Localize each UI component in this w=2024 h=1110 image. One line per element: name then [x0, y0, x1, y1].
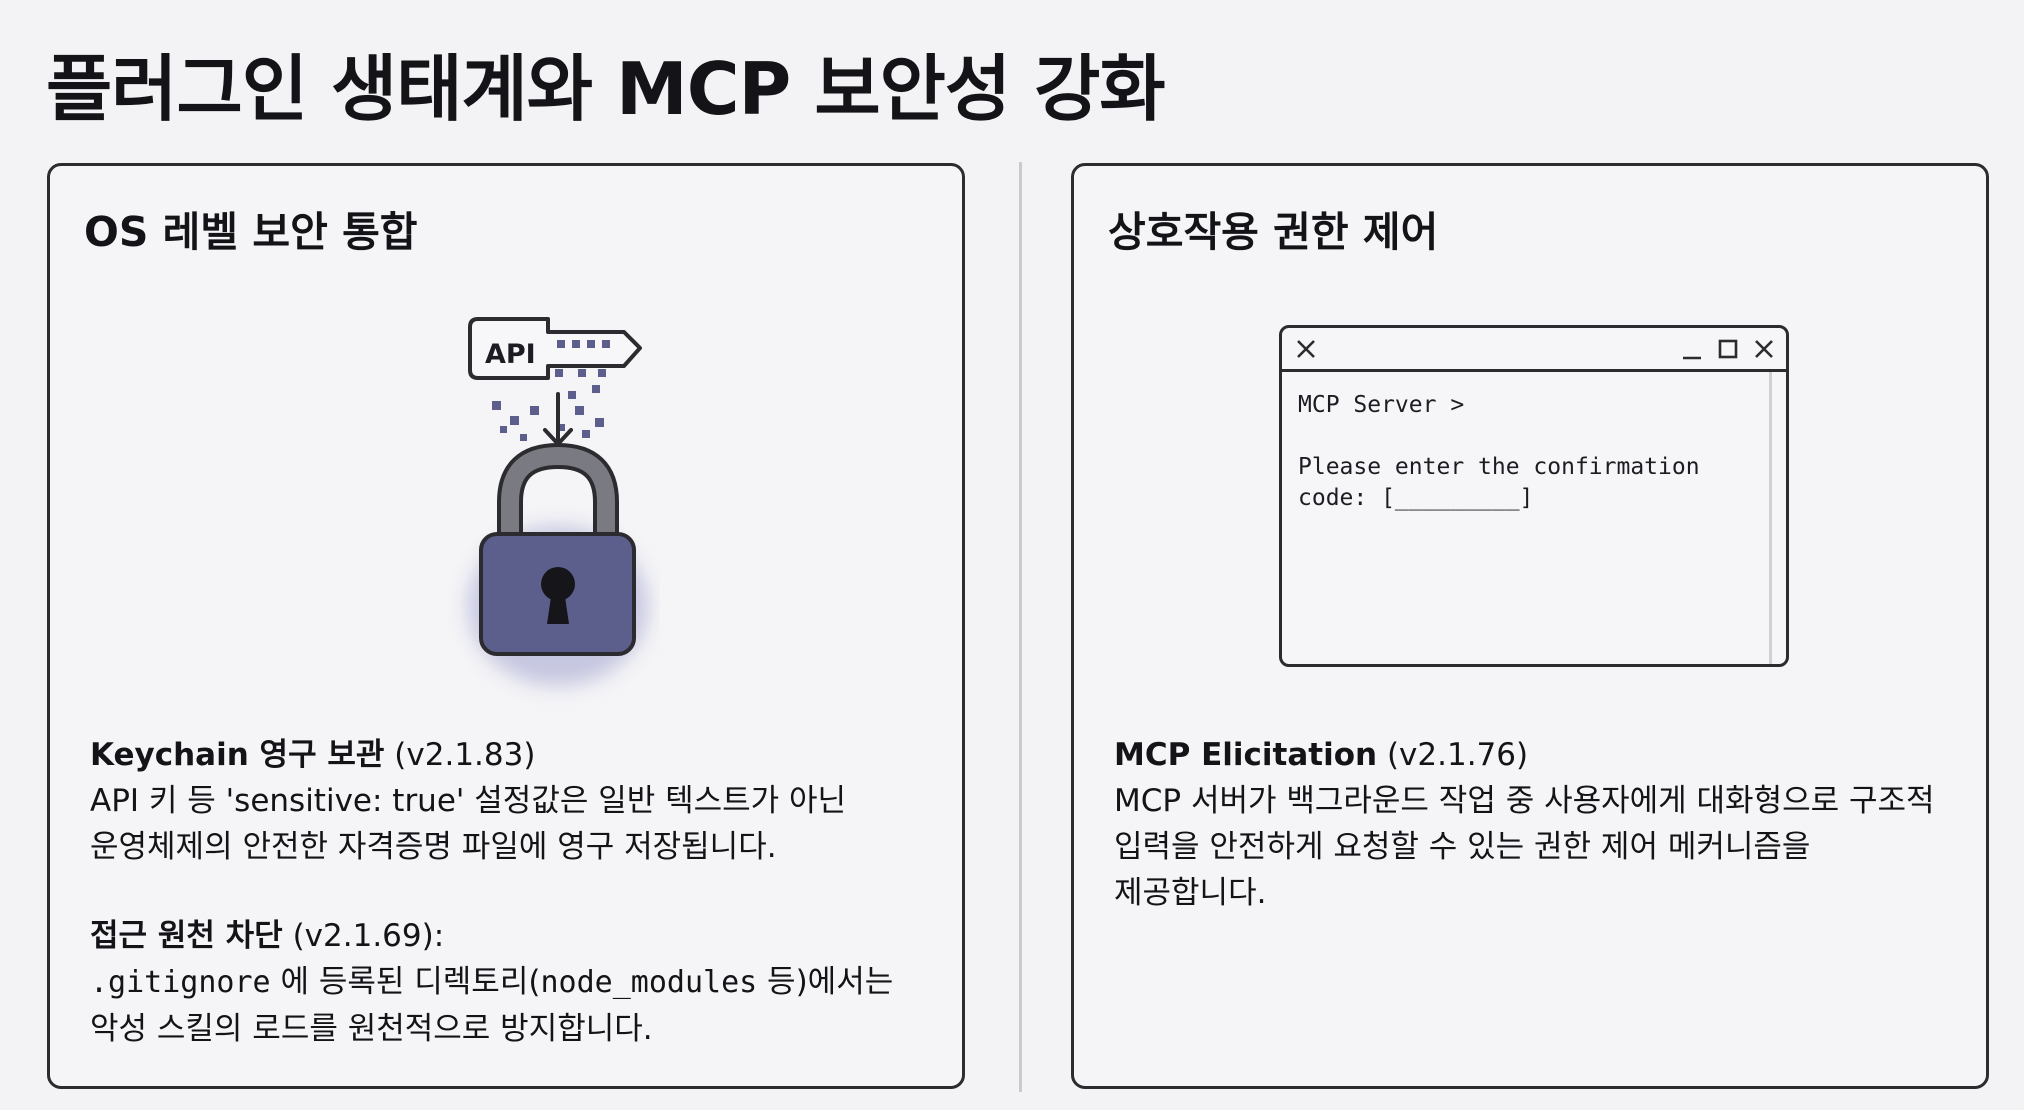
node-modules-code: node_modules — [540, 965, 758, 1000]
block-text1: 에 등록된 디렉토리( — [270, 964, 541, 1000]
elicitation-desc-line3: 제공합니다. — [1114, 875, 1267, 911]
elicitation-desc-line2: 입력을 안전하게 요청할 수 있는 권한 제어 메커니즘을 — [1114, 829, 1811, 865]
terminal-scrollbar[interactable] — [1769, 372, 1772, 664]
maximize-icon[interactable] — [1716, 337, 1740, 361]
card-title: OS 레벨 보안 통합 — [84, 208, 418, 256]
terminal-titlebar — [1282, 328, 1786, 372]
mcp-terminal-window: MCP Server > Please enter the confirmati… — [1279, 325, 1789, 667]
elicitation-version: (v2.1.76) — [1386, 737, 1529, 773]
minimize-icon[interactable] — [1680, 337, 1704, 361]
card-title: 상호작용 권한 제어 — [1108, 208, 1439, 256]
block-desc-line2: 악성 스킬의 로드를 원천적으로 방지합니다. — [90, 1011, 653, 1047]
close-icon[interactable] — [1752, 337, 1776, 361]
terminal-prompt: MCP Server > — [1298, 392, 1465, 418]
os-security-card: OS 레벨 보안 통합 API — [47, 163, 965, 1089]
close-icon[interactable] — [1294, 337, 1318, 361]
terminal-message-line2[interactable]: code: [_________] — [1298, 485, 1534, 511]
block-version: (v2.1.69): — [292, 918, 445, 954]
page-title: 플러그인 생태계와 MCP 보안성 강화 — [46, 47, 1166, 131]
block-section: 접근 원천 차단 (v2.1.69): .gitignore 에 등록된 디렉토… — [90, 913, 893, 1052]
keychain-version: (v2.1.83) — [394, 737, 536, 773]
block-text2: 등)에서는 — [757, 964, 894, 1000]
keychain-desc-line1: API 키 등 'sensitive: true' 설정값은 일반 텍스트가 아… — [90, 783, 847, 819]
interaction-permission-card: 상호작용 권한 제어 MCP Server > Please enter — [1071, 163, 1989, 1089]
block-heading: 접근 원천 차단 — [90, 918, 283, 954]
terminal-message-line1: Please enter the confirmation — [1298, 454, 1700, 480]
gitignore-code: .gitignore — [90, 965, 271, 1000]
terminal-body: MCP Server > Please enter the confirmati… — [1298, 390, 1756, 514]
arrow-down-icon — [543, 392, 573, 446]
api-key-label: API — [485, 339, 536, 370]
padlock-icon — [468, 442, 648, 686]
elicitation-desc-line1: MCP 서버가 백그라운드 작업 중 사용자에게 대화형으로 구조적 — [1114, 783, 1935, 819]
keychain-section: Keychain 영구 보관 (v2.1.83) API 키 등 'sensit… — [90, 732, 846, 870]
api-key-icon: API — [468, 317, 642, 399]
keychain-desc-line2: 운영체제의 안전한 자격증명 파일에 영구 저장됩니다. — [90, 829, 777, 865]
data-particles — [492, 401, 604, 441]
keychain-heading: Keychain 영구 보관 — [90, 737, 385, 773]
api-key-lock-illustration: API — [468, 317, 648, 686]
elicitation-section: MCP Elicitation (v2.1.76) MCP 서버가 백그라운드 … — [1114, 732, 1935, 916]
elicitation-heading: MCP Elicitation — [1114, 737, 1378, 773]
column-divider — [1019, 162, 1022, 1092]
